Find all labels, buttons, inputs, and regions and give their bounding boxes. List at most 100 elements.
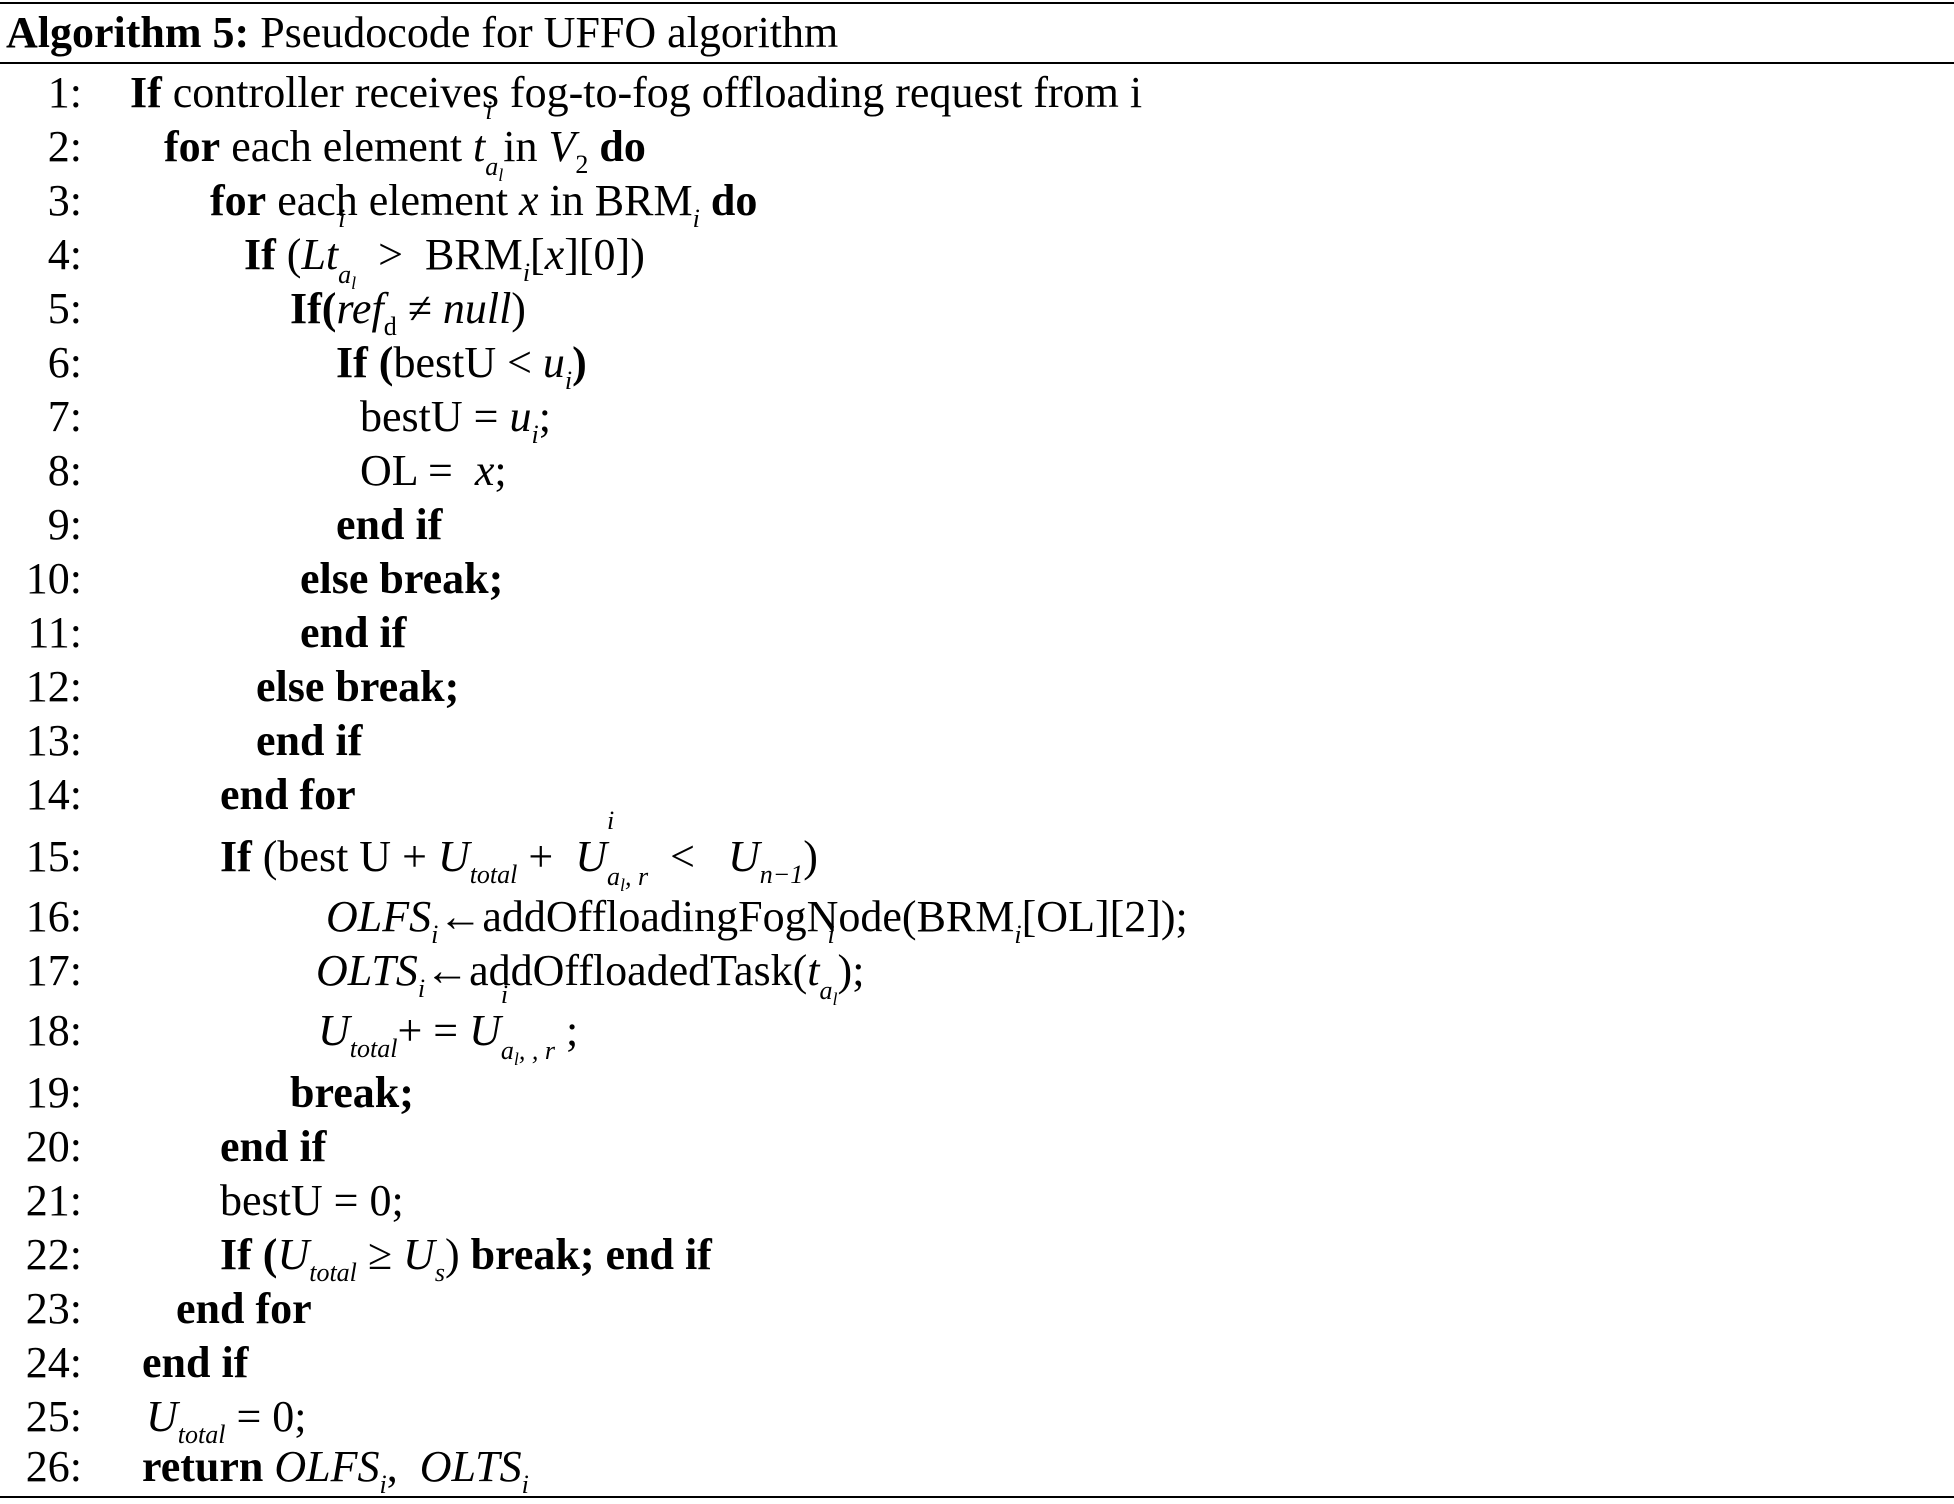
- line-number: 12:: [25, 662, 82, 711]
- line-code: If controller receives fog-to-fog offloa…: [130, 66, 1142, 120]
- keyword: do: [588, 122, 646, 171]
- keyword: end if: [256, 716, 363, 765]
- line-code: end for: [176, 1282, 312, 1336]
- algo-line-20: 20: end if: [0, 1120, 1954, 1174]
- math-sub: s: [434, 1258, 445, 1287]
- line-code: Utotal = 0;: [146, 1390, 307, 1450]
- bottom-rule: [0, 1496, 1954, 1498]
- line-number: 23:: [25, 1284, 82, 1333]
- line-code: for each element x in BRMi do: [210, 174, 757, 234]
- math-sub: i: [564, 366, 573, 395]
- code-text: ][0]): [564, 230, 645, 279]
- math-scripts: i al: [485, 98, 503, 186]
- algorithm-label: Algorithm 5:: [6, 8, 250, 57]
- line-code: end if: [220, 1120, 326, 1174]
- algo-line-16: 16: OLFSi←addOffloadingFogNode(BRMi[OL][…: [0, 890, 1954, 949]
- math-op: ≥: [356, 1230, 404, 1279]
- line-number: 3:: [47, 176, 82, 225]
- math-subsub: l: [619, 875, 625, 895]
- math-var: x: [519, 176, 539, 225]
- math-op: ≠: [396, 284, 443, 333]
- algo-line-7: 7: bestU = ui;: [0, 390, 1954, 449]
- line-number: 18:: [25, 1006, 82, 1055]
- code-text: bestU = 0;: [220, 1176, 404, 1225]
- line-number: 11:: [27, 608, 82, 657]
- keyword: end if: [300, 608, 407, 657]
- math-var: OLFS: [326, 892, 432, 941]
- line-code: bestU = 0;: [220, 1174, 404, 1228]
- keyword: else break;: [256, 662, 460, 711]
- math-var: U: [469, 1006, 501, 1055]
- code-text: OL =: [360, 446, 475, 495]
- math-var: U: [437, 832, 470, 881]
- math-sub: d: [383, 312, 397, 341]
- algo-line-6: 6: If (bestU < ui): [0, 336, 1954, 395]
- line-code: OL = x;: [360, 444, 507, 498]
- code-text: ←addOffloadingFogNode(BRM: [438, 892, 1015, 941]
- math-sup: i: [827, 920, 835, 949]
- code-text: in: [503, 122, 549, 171]
- math-var: OLTS: [316, 946, 418, 995]
- keyword: end if: [220, 1122, 327, 1171]
- math-sub: i: [522, 258, 531, 287]
- keyword: If (: [220, 1230, 278, 1279]
- line-number: 21:: [25, 1176, 82, 1225]
- line-number: 5:: [47, 284, 82, 333]
- math-sub: i: [379, 1470, 387, 1499]
- line-code: If (bestU < ui): [336, 336, 587, 396]
- math-var: OLTS: [419, 1442, 522, 1491]
- algo-line-23: 23: end for: [0, 1282, 1954, 1336]
- algo-line-26: 26: return OLFSi, OLTSi: [0, 1440, 1954, 1499]
- line-number: 7:: [47, 392, 82, 441]
- line-number: 19:: [25, 1068, 82, 1117]
- line-code: break;: [290, 1066, 414, 1120]
- code-text: = 0;: [225, 1392, 307, 1441]
- math-var: OLFS: [274, 1442, 380, 1491]
- algo-line-19: 19: break;: [0, 1066, 1954, 1120]
- math-var: U: [575, 832, 607, 881]
- algo-line-5: 5: If(refd ≠ null): [0, 282, 1954, 341]
- line-code: return OLFSi, OLTSi: [142, 1440, 529, 1500]
- math-var: null: [442, 284, 512, 333]
- line-number: 2:: [47, 122, 82, 171]
- math-sub: al: [338, 262, 357, 294]
- math-subsub: l: [351, 273, 357, 293]
- math-var: u: [542, 338, 565, 387]
- math-sub: i: [431, 920, 439, 949]
- math-sub: i: [417, 974, 426, 1003]
- line-number: 17:: [25, 946, 82, 995]
- code-text: in BRM: [538, 176, 693, 225]
- math-subsub: l: [513, 1049, 519, 1069]
- code-text: ←addOffloadedTask(: [425, 946, 808, 995]
- line-code: end if: [256, 714, 362, 768]
- code-text: +: [517, 832, 576, 881]
- keyword: end if: [336, 500, 443, 549]
- keyword: for: [164, 122, 221, 171]
- math-sup: i: [485, 96, 493, 125]
- code-text: bestU <: [393, 338, 543, 387]
- line-number: 14:: [25, 770, 82, 819]
- math-sub: al: [485, 154, 503, 186]
- keyword: If: [220, 832, 252, 881]
- code-text: (: [275, 230, 302, 279]
- keyword: ): [572, 338, 587, 387]
- math-var: ref: [336, 284, 384, 333]
- line-code: else break;: [256, 660, 459, 714]
- math-var: Lt: [301, 230, 339, 279]
- line-number: 15:: [25, 832, 82, 881]
- code-text: + =: [397, 1006, 470, 1055]
- math-var: u: [509, 392, 532, 441]
- math-sub-rest: , r: [624, 862, 649, 891]
- line-number: 6:: [47, 338, 82, 387]
- code-text: ): [444, 1230, 460, 1279]
- math-var: U: [403, 1230, 435, 1279]
